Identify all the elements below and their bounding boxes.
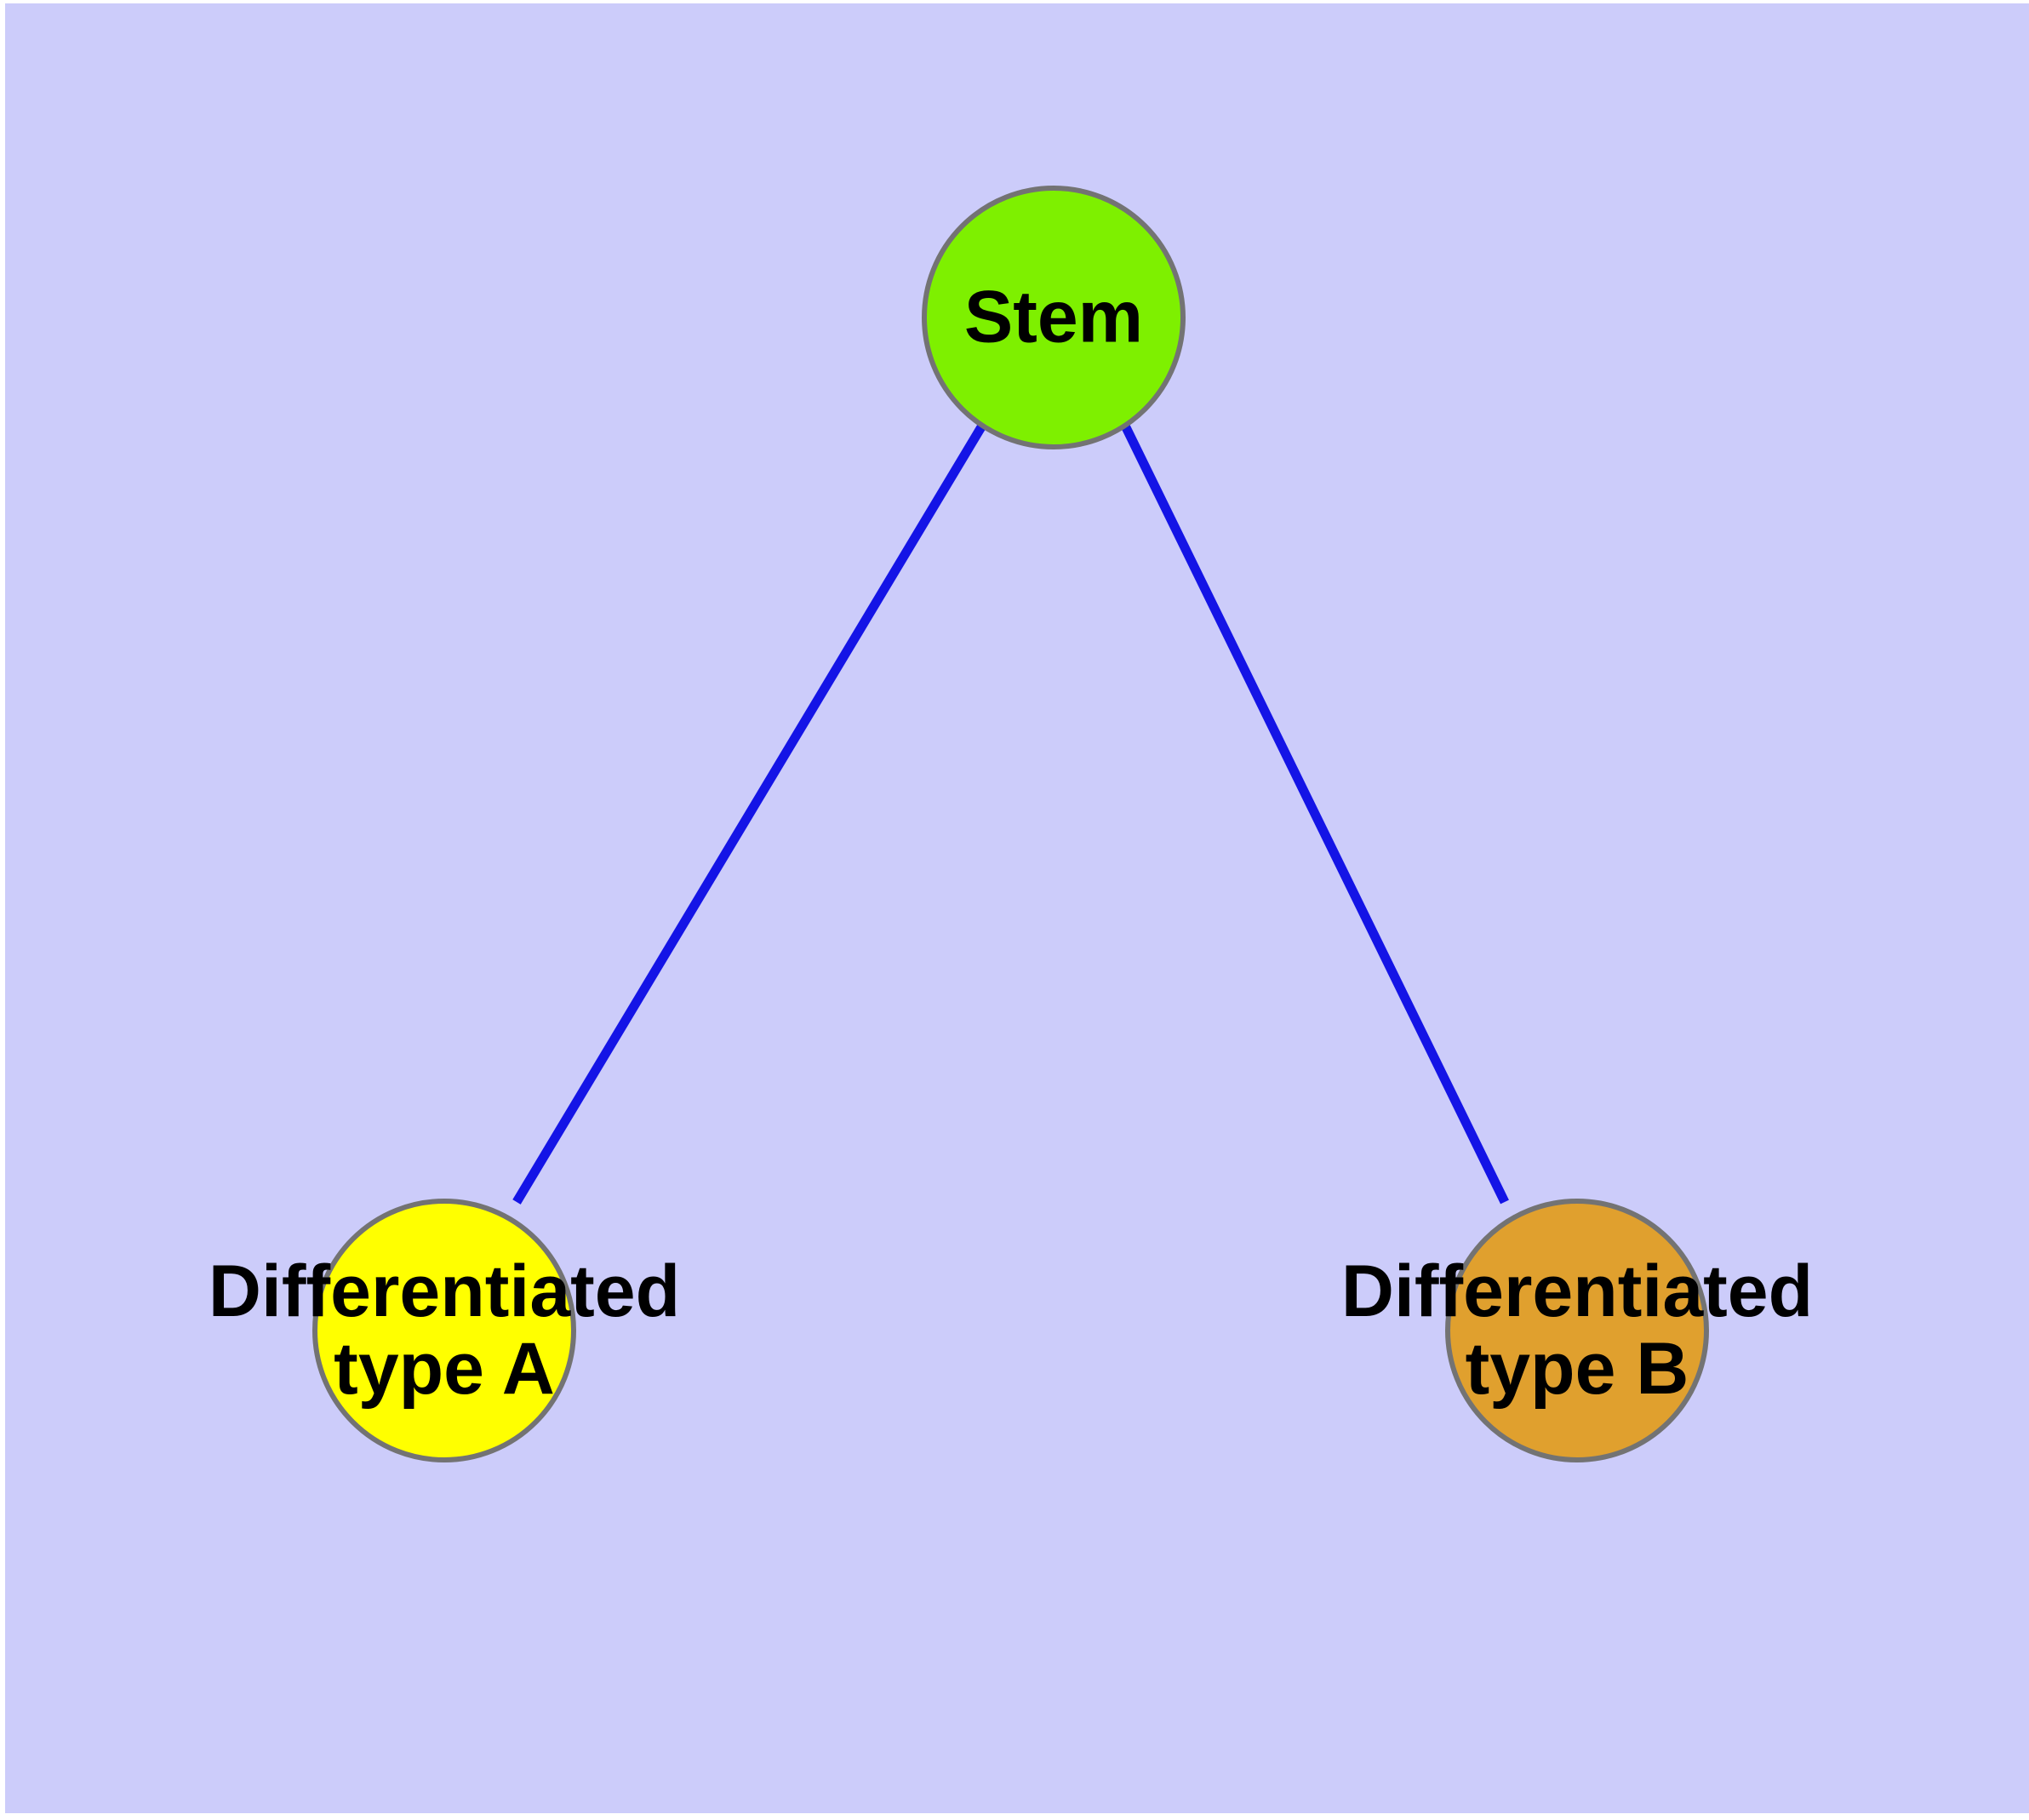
graph-edge: [1121, 423, 1509, 1205]
nodes-layer: [312, 186, 1709, 1462]
graph-node-stem[interactable]: [922, 186, 1186, 449]
graph-edge: [512, 423, 986, 1205]
graph-node-diff_b[interactable]: [1445, 1199, 1709, 1462]
edges-layer: [512, 423, 1509, 1205]
graph-node-diff_a[interactable]: [312, 1199, 576, 1462]
